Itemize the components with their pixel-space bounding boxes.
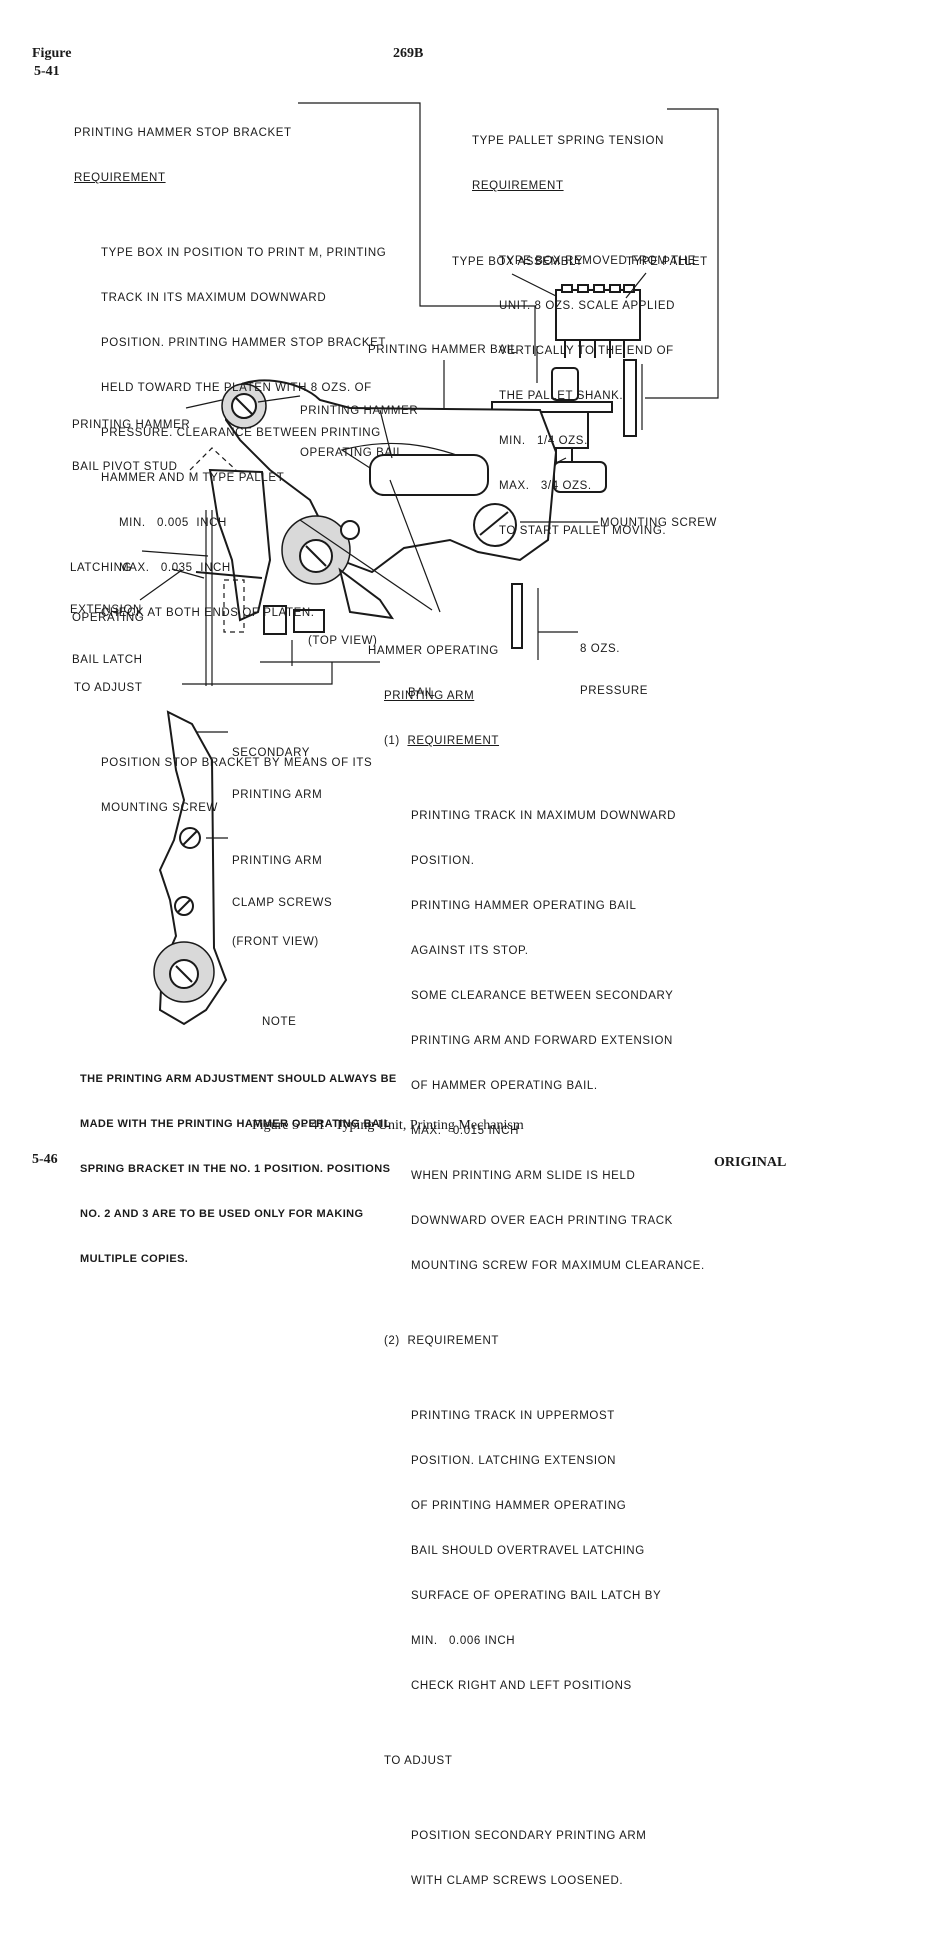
pallet-spring-line: THE PALLET SHANK. xyxy=(499,390,624,402)
hammer-stop-to-adjust: TO ADJUST xyxy=(74,682,143,694)
operating-bail-label-line: OPERATING BAIL xyxy=(300,447,404,459)
req2-line: POSITION. LATCHING EXTENSION xyxy=(411,1455,617,1467)
printing-arm-title: PRINTING ARM xyxy=(384,690,475,702)
bail-latch-label-line: BAIL LATCH xyxy=(72,654,143,666)
req2-line: PRINTING TRACK IN UPPERMOST xyxy=(411,1410,615,1422)
req2-number: (2) xyxy=(384,1335,400,1347)
hammer-stop-adjust-line: MOUNTING SCREW xyxy=(101,802,219,814)
pivot-stud-label-line: BAIL PIVOT STUD xyxy=(72,461,178,473)
figure-number: 5-41 xyxy=(34,64,60,79)
req2-label: REQUIREMENT xyxy=(407,1335,500,1347)
mechanism-drawing xyxy=(139,102,719,1026)
pivot-stud-label-line: PRINTING HAMMER xyxy=(72,419,191,431)
pressure-label-line: 8 OZS. xyxy=(580,643,621,655)
req1-line: WHEN PRINTING ARM SLIDE IS HELD xyxy=(411,1170,636,1182)
status-label: ORIGINAL xyxy=(714,1155,787,1170)
hammer-stop-line: POSITION. PRINTING HAMMER STOP BRACKET xyxy=(101,337,386,349)
note-line: MADE WITH THE PRINTING HAMMER OPERATING … xyxy=(80,1118,391,1130)
req1-line: PRINTING TRACK IN MAXIMUM DOWNWARD xyxy=(411,810,677,822)
figure-word: Figure xyxy=(32,46,72,61)
note-line: MULTIPLE COPIES. xyxy=(80,1253,189,1265)
hammer-stop-title: PRINTING HAMMER STOP BRACKET xyxy=(74,127,292,139)
bail-latch-label: OPERATING BAIL LATCH xyxy=(72,583,144,681)
req1-line: PRINTING HAMMER OPERATING BAIL xyxy=(411,900,637,912)
note-line: NO. 2 AND 3 ARE TO BE USED ONLY FOR MAKI… xyxy=(80,1208,364,1220)
doc-code: 269B xyxy=(393,46,424,61)
req1-line: AGAINST ITS STOP. xyxy=(411,945,529,957)
front-view-label: (FRONT VIEW) xyxy=(232,936,319,948)
latching-extension-label-line: LATCHING xyxy=(70,562,133,574)
pallet-spring-line: UNIT. 8 OZS. SCALE APPLIED xyxy=(499,300,676,312)
req2-line: MIN. 0.006 INCH xyxy=(411,1635,516,1647)
type-box-assembly-label: TYPE BOX ASSEMBLY xyxy=(452,256,584,268)
req2-line: BAIL SHOULD OVERTRAVEL LATCHING xyxy=(411,1545,645,1557)
req2-line: SURFACE OF OPERATING BAIL LATCH BY xyxy=(411,1590,662,1602)
req1-line: SOME CLEARANCE BETWEEN SECONDARY xyxy=(411,990,674,1002)
hammer-stop-section: PRINTING HAMMER STOP BRACKET REQUIREMENT… xyxy=(74,96,386,861)
bail-latch-label-line: OPERATING xyxy=(72,612,145,624)
hammer-stop-line: PRESSURE. CLEARANCE BETWEEN PRINTING xyxy=(101,427,381,439)
hammer-operating-bail-label-line: BAIL xyxy=(408,687,436,699)
secondary-printing-arm-label-line: PRINTING ARM xyxy=(232,789,323,801)
pressure-label: 8 OZS. PRESSURE xyxy=(580,614,648,712)
req1-label: REQUIREMENT xyxy=(407,735,500,747)
hammer-stop-min: MIN. 0.005 INCH xyxy=(119,517,227,529)
pallet-spring-line: TO START PALLET MOVING. xyxy=(499,525,667,537)
printing-hammer-bail-label: PRINTING HAMMER BAIL xyxy=(368,344,518,356)
clamp-screws-label-line: CLAMP SCREWS xyxy=(232,897,333,909)
hammer-operating-bail-label-line: HAMMER OPERATING xyxy=(368,645,499,657)
operating-bail-label-line: PRINTING HAMMER xyxy=(300,405,419,417)
figure-caption: Figure 5 - 41 Typing Unit, Printing Mech… xyxy=(252,1118,524,1133)
top-view-label: (TOP VIEW) xyxy=(308,635,378,647)
hammer-stop-line: HAMMER AND M TYPE PALLET xyxy=(101,472,285,484)
page-number: 5-46 xyxy=(32,1152,58,1167)
pallet-spring-line: VERTICALLY TO THE END OF xyxy=(499,345,674,357)
printing-arm-to-adjust: TO ADJUST xyxy=(384,1755,453,1767)
latching-extension-label: LATCHING EXTENSION xyxy=(70,533,142,631)
note-line: SPRING BRACKET IN THE NO. 1 POSITION. PO… xyxy=(80,1163,391,1175)
hammer-stop-adjust-line: POSITION STOP BRACKET BY MEANS OF ITS xyxy=(101,757,373,769)
printing-arm-adjust-line: POSITION SECONDARY PRINTING ARM xyxy=(411,1830,647,1842)
clamp-screws-label: PRINTING ARM CLAMP SCREWS xyxy=(232,826,332,924)
hammer-stop-check: CHECK AT BOTH ENDS OF PLATEN. xyxy=(101,607,315,619)
note-text: THE PRINTING ARM ADJUSTMENT SHOULD ALWAY… xyxy=(80,1042,397,1282)
req1-line: POSITION. xyxy=(411,855,475,867)
req1-line: PRINTING ARM AND FORWARD EXTENSION xyxy=(411,1035,673,1047)
hammer-stop-max: MAX. 0.035 INCH xyxy=(119,562,231,574)
req2-line: CHECK RIGHT AND LEFT POSITIONS xyxy=(411,1680,632,1692)
pallet-spring-line: MIN. 1/4 OZS. xyxy=(499,435,588,447)
printing-arm-section: PRINTING ARM (1) REQUIREMENT PRINTING TR… xyxy=(384,659,705,1934)
pallet-spring-title: TYPE PALLET SPRING TENSION xyxy=(472,135,664,147)
req1-line: MOUNTING SCREW FOR MAXIMUM CLEARANCE. xyxy=(411,1260,705,1272)
hammer-stop-line: TYPE BOX IN POSITION TO PRINT M, PRINTIN… xyxy=(101,247,387,259)
secondary-printing-arm-label: SECONDARY PRINTING ARM xyxy=(232,718,322,816)
mounting-screw-label: MOUNTING SCREW xyxy=(600,517,718,529)
pallet-spring-line: MAX. 3/4 OZS. xyxy=(499,480,592,492)
pallet-spring-line: TYPE BOX REMOVED FROM THE xyxy=(499,255,696,267)
note-line: THE PRINTING ARM ADJUSTMENT SHOULD ALWAY… xyxy=(80,1073,397,1085)
pressure-label-line: PRESSURE xyxy=(580,685,649,697)
req1-line: OF HAMMER OPERATING BAIL. xyxy=(411,1080,598,1092)
hammer-stop-line: TRACK IN ITS MAXIMUM DOWNWARD xyxy=(101,292,327,304)
pallet-spring-requirement: REQUIREMENT xyxy=(472,180,564,192)
req1-line: DOWNWARD OVER EACH PRINTING TRACK xyxy=(411,1215,673,1227)
hammer-operating-bail-label: HAMMER OPERATING BAIL xyxy=(368,616,499,714)
pivot-stud-label: PRINTING HAMMER BAIL PIVOT STUD xyxy=(72,390,190,488)
req2-line: OF PRINTING HAMMER OPERATING xyxy=(411,1500,627,1512)
req1-line: MAX. 0.015 INCH xyxy=(411,1125,519,1137)
note-label: NOTE xyxy=(262,1016,297,1028)
printing-arm-adjust-line: WITH CLAMP SCREWS LOOSENED. xyxy=(411,1875,624,1887)
hammer-stop-line: HELD TOWARD THE PLATEN WITH 8 OZS. OF xyxy=(101,382,372,394)
req1-number: (1) xyxy=(384,735,400,747)
secondary-printing-arm-label-line: SECONDARY xyxy=(232,747,311,759)
pallet-spring-section: TYPE PALLET SPRING TENSION REQUIREMENT T… xyxy=(472,104,696,584)
type-pallet-label: TYPE PALLET xyxy=(626,256,708,268)
latching-extension-label-line: EXTENSION xyxy=(70,604,142,616)
hammer-stop-requirement: REQUIREMENT xyxy=(74,172,166,184)
operating-bail-label: PRINTING HAMMER OPERATING BAIL xyxy=(300,376,418,474)
clamp-screws-label-line: PRINTING ARM xyxy=(232,855,323,867)
